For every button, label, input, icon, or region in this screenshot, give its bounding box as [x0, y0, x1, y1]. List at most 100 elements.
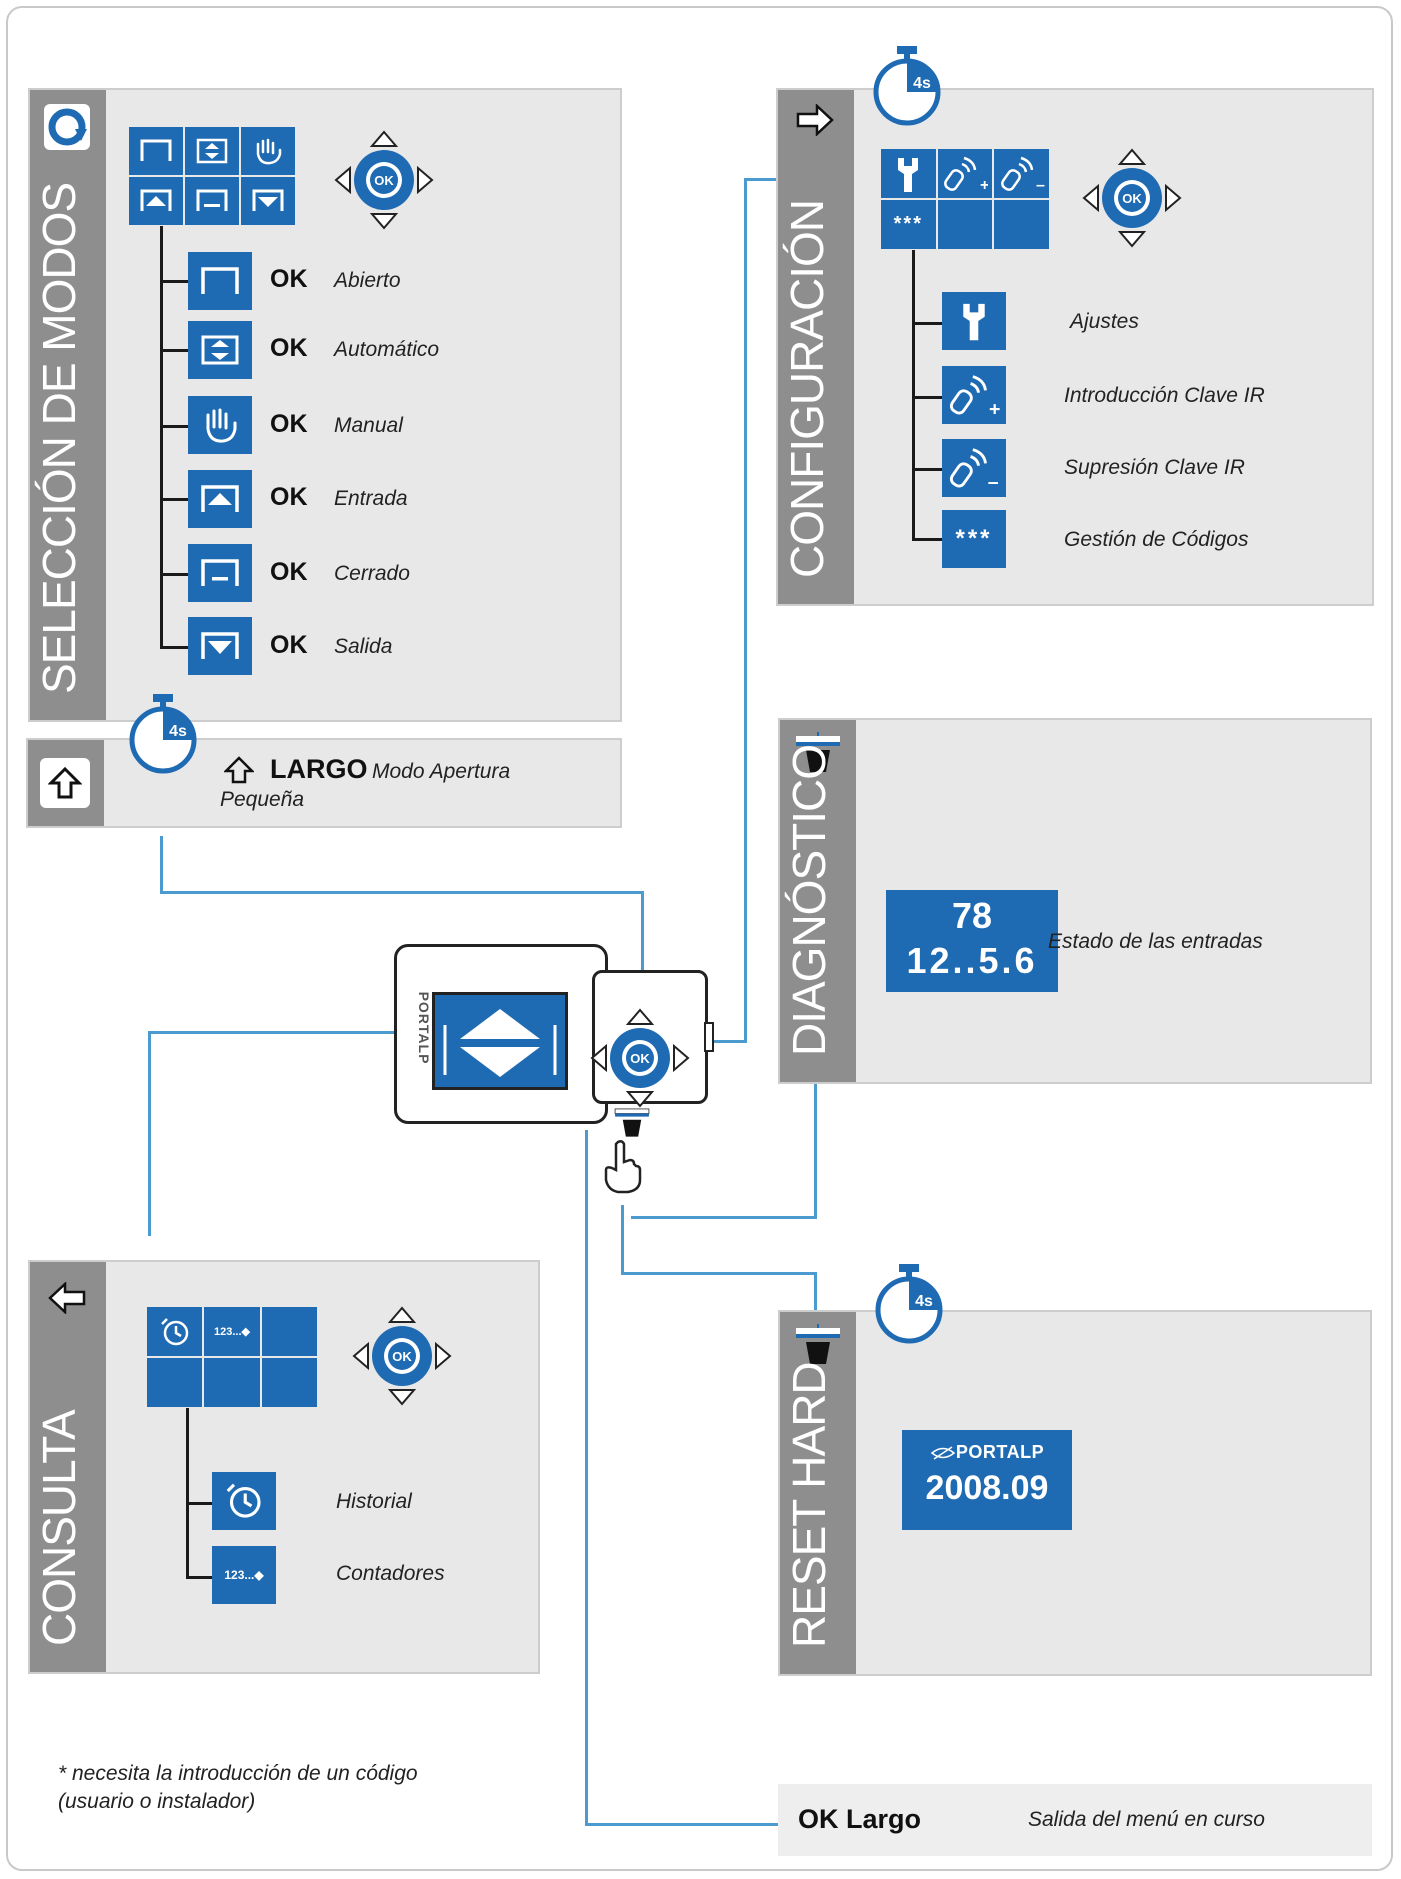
config-grid: + – *** — [880, 148, 1050, 250]
up-arrow-outline-icon — [224, 756, 254, 784]
remote-minus-icon: – — [942, 439, 1006, 497]
button-press-icon — [796, 1324, 840, 1364]
modes-title: SELECCIÓN DE MODOS — [33, 182, 85, 694]
mode-exit-icon — [240, 176, 296, 226]
inputs-display-line2: 12..5.6 — [906, 940, 1038, 981]
asterisks-icon: *** — [880, 199, 937, 250]
ok-key: OK — [270, 265, 308, 293]
config-panel: CONFIGURACIÓN + – *** OK + – *** Ajustes… — [776, 88, 1374, 606]
modes-tree-branch — [160, 425, 188, 428]
svg-text:+: + — [980, 177, 988, 194]
mode-label: Salida — [334, 635, 393, 658]
connector-line — [148, 1031, 508, 1034]
config-tree-branch — [912, 396, 942, 399]
connector-line — [814, 1083, 817, 1219]
grid-empty-cell — [260, 1357, 318, 1408]
wrench-icon — [942, 292, 1006, 350]
diagnostic-panel: DIAGNÓSTICO 78 12..5.6 Estado de las ent… — [778, 718, 1372, 1084]
connector-line — [585, 1823, 779, 1826]
control-device: PORTALP OK — [392, 940, 716, 1126]
counters-icon: 123...◆ — [203, 1306, 261, 1357]
config-item-label: Introducción Clave IR — [1064, 384, 1265, 407]
connector-line — [160, 836, 163, 894]
grid-empty-cell — [936, 199, 994, 250]
ok-key: OK — [270, 410, 308, 438]
grid-empty-cell — [260, 1306, 318, 1357]
config-title: CONFIGURACIÓN — [781, 200, 833, 578]
small-opening-label: Modo Apertura — [372, 760, 511, 783]
config-tree-branch — [912, 322, 942, 325]
reset-sidebar: RESET HARD — [780, 1312, 856, 1674]
small-opening-sidebar — [28, 740, 104, 826]
ok-key: OK — [270, 334, 308, 362]
connector-line — [148, 1031, 151, 1236]
remote-minus-icon: – — [993, 148, 1050, 199]
modes-tree-branch — [160, 280, 188, 283]
counters-icon: 123...◆ — [212, 1546, 276, 1604]
config-item-label: Supresión Clave IR — [1064, 456, 1245, 479]
config-item-label: Gestión de Códigos — [1064, 528, 1249, 551]
left-arrow-outline-icon — [44, 1278, 90, 1318]
inputs-display: 78 12..5.6 — [886, 890, 1058, 992]
device-brand: PORTALP — [416, 991, 432, 1065]
diagnostic-title: DIAGNÓSTICO — [783, 744, 835, 1056]
exit-label: Salida del menú en curso — [1028, 1808, 1265, 1831]
svg-text:+: + — [989, 399, 1000, 418]
ok-key: OK — [270, 483, 308, 511]
mode-automatic-icon — [184, 126, 240, 176]
timer-4s-icon: 4s — [126, 692, 200, 779]
mode-open-icon — [188, 252, 252, 310]
modes-tree — [160, 226, 163, 648]
exit-bar: OK Largo Salida del menú en curso — [778, 1784, 1372, 1856]
history-clock-icon — [212, 1472, 276, 1530]
diagnostic-sidebar: DIAGNÓSTICO — [780, 720, 856, 1082]
connector-line — [641, 891, 644, 971]
small-opening-panel: LARGO Modo Apertura Pequeña — [26, 738, 622, 828]
connector-line — [621, 1205, 624, 1275]
consult-panel: CONSULTA 123...◆ OK 123...◆ Historial Co… — [28, 1260, 540, 1674]
grid-empty-cell — [146, 1357, 204, 1408]
config-sidebar: CONFIGURACIÓN — [778, 90, 854, 604]
svg-text:4s: 4s — [915, 1293, 933, 1310]
inputs-display-line1: 78 — [951, 895, 993, 936]
consult-item-label: Historial — [336, 1490, 412, 1513]
svg-text:–: – — [988, 472, 999, 491]
refresh-icon — [44, 104, 90, 150]
ok-joystick-icon: OK — [352, 1306, 452, 1406]
mode-manual-hand-icon — [240, 126, 296, 176]
svg-text:OK: OK — [392, 1349, 412, 1364]
ok-joystick-icon: OK — [334, 130, 434, 230]
button-press-icon — [614, 1108, 650, 1137]
reset-panel: RESET HARD PORTALP 2008.09 — [778, 1310, 1372, 1676]
consult-grid: 123...◆ — [146, 1306, 318, 1408]
mode-entry-icon — [128, 176, 184, 226]
connector-line — [744, 178, 747, 1042]
consult-title: CONSULTA — [33, 1410, 85, 1646]
svg-text:–: – — [1036, 177, 1045, 194]
portalp-logo: PORTALP — [902, 1442, 1072, 1463]
device-connector — [704, 1022, 714, 1052]
pointing-hand-icon — [604, 1140, 642, 1194]
consult-tree-branch — [186, 1576, 212, 1579]
svg-text:4s: 4s — [913, 75, 931, 92]
modes-grid — [128, 126, 296, 226]
svg-text:OK: OK — [374, 173, 394, 188]
footnote-line: * necesita la introducción de un código — [58, 1762, 418, 1785]
mode-label: Manual — [334, 414, 403, 437]
up-arrow-outline-icon — [40, 758, 90, 808]
modes-tree-branch — [160, 349, 188, 352]
wrench-icon — [880, 148, 937, 199]
consult-sidebar: CONSULTA — [30, 1262, 106, 1672]
right-arrow-outline-icon — [792, 100, 838, 140]
firmware-version: 2008.09 — [925, 1469, 1049, 1507]
connector-line — [585, 1130, 588, 1826]
consult-tree — [186, 1408, 189, 1578]
mode-closed-icon — [188, 544, 252, 602]
config-tree — [912, 250, 915, 540]
mode-label: Cerrado — [334, 562, 410, 585]
ok-key: OK — [270, 631, 308, 659]
inputs-status-label: Estado de las entradas — [1048, 930, 1263, 953]
device-screen — [432, 992, 568, 1090]
grid-empty-cell — [993, 199, 1050, 250]
mode-exit-icon — [188, 617, 252, 675]
